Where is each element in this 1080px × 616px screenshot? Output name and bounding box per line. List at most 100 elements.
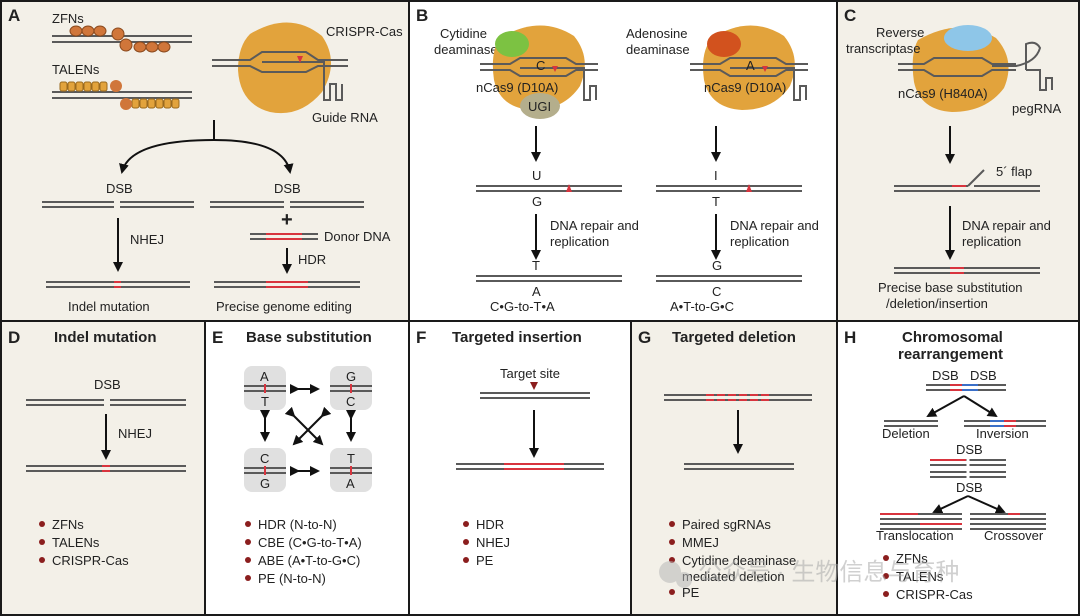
talen-dna (52, 91, 192, 99)
f-tool-3: PE (476, 553, 494, 568)
panel-b: B Cytidine deaminase UGI C nCas9 (D10A) … (416, 6, 819, 314)
nhej-label: NHEJ (130, 232, 164, 247)
h-bullet-2 (883, 573, 889, 579)
b-left-base: C (536, 58, 545, 73)
c-repair-2: replication (962, 234, 1021, 249)
b-right-conversion: A•T-to-G•C (670, 299, 734, 314)
b-left-mid-nick (566, 184, 572, 192)
c-flap-dna (894, 169, 1040, 192)
e-tool-1: HDR (N-to-N) (258, 517, 337, 532)
h-translocation-dna (880, 513, 962, 530)
pegrna-label: pegRNA (1012, 101, 1061, 116)
panel-f: F Targeted insertion Target site HDR NHE… (416, 328, 604, 568)
panel-b-letter: B (416, 6, 428, 25)
h-dsb-a: DSB (932, 368, 959, 383)
h-dsb-b: DSB (970, 368, 997, 383)
h-deletion-dna (884, 420, 938, 427)
g-tool-3b: mediated deletion (682, 569, 785, 584)
b-right-fin-bot: C (712, 284, 721, 299)
h-arrow-translocation (932, 495, 969, 514)
cytidine-label-1: Cytidine (440, 26, 487, 41)
c-out-2: /deletion/insertion (886, 296, 988, 311)
g-target-dna (664, 394, 812, 401)
b-right-fin-top: G (712, 258, 722, 273)
plus-sign: + (281, 209, 293, 231)
ugi-label: UGI (528, 99, 551, 114)
e-bullet-4 (245, 575, 251, 581)
bp-bot-a: A (346, 476, 355, 491)
d-nhej-label: NHEJ (118, 426, 152, 441)
g-result-dna (684, 463, 794, 470)
b-left-guide (566, 67, 597, 101)
d-dsb-dna (26, 399, 186, 406)
donor-dna-label: Donor DNA (324, 229, 391, 244)
g-tool-3: Cytidine deaminase (682, 553, 796, 568)
h-top-dna (926, 384, 1006, 391)
crispr-cas-protein (238, 22, 331, 114)
b-left-mid-top: U (532, 168, 541, 183)
bp-box-ta: T A (330, 448, 372, 492)
d-bullet-2 (39, 539, 45, 545)
d-result-dna (26, 465, 186, 472)
b-left-repair-1: DNA repair and (550, 218, 639, 233)
f-target-dna (480, 392, 590, 399)
d-bullet-3 (39, 557, 45, 563)
b-right-nick (762, 66, 768, 72)
bp-bot-c: C (346, 394, 355, 409)
panel-d-letter: D (8, 328, 20, 347)
panel-c: C Reverse transcriptase nCas9 (H840A) pe… (844, 6, 1061, 311)
adenosine-deaminase-shape (707, 31, 741, 57)
dsb-left-label: DSB (106, 181, 133, 196)
donor-dna (250, 233, 318, 240)
h-crossover-dna (970, 513, 1046, 530)
e-tool-2: CBE (C•G-to-T•A) (258, 535, 362, 550)
b-right-base: A (746, 58, 755, 73)
h-pair-dna (930, 458, 1006, 479)
d-dsb-label: DSB (94, 377, 121, 392)
d-tool-2: TALENs (52, 535, 100, 550)
panel-g-title: Targeted deletion (672, 329, 796, 346)
bp-bot-g: G (260, 476, 270, 491)
branch-right-arrow (213, 139, 294, 174)
b-right-dna (690, 57, 808, 77)
talens-label: TALENs (52, 62, 100, 77)
f-bullet-3 (463, 557, 469, 563)
ncas9-left-label: nCas9 (D10A) (476, 80, 558, 95)
b-right-mid-top: I (714, 168, 718, 183)
hdr-label: HDR (298, 252, 326, 267)
flap-label: 5´ flap (996, 164, 1032, 179)
panel-e-title: Base substitution (246, 329, 372, 346)
zfns-label: ZFNs (52, 11, 84, 26)
b-right-repair-2: replication (730, 234, 789, 249)
panel-h-bg (837, 321, 1079, 615)
panel-h-title-1: Chromosomal (902, 329, 1003, 346)
e-conversion-arrows (260, 384, 356, 476)
wechat-icon (659, 561, 681, 583)
ugi-shape (520, 93, 560, 119)
bp-top-g: G (346, 369, 356, 384)
f-result-dna (456, 463, 604, 470)
d-tool-3: CRISPR-Cas (52, 553, 129, 568)
b-left-fin-dna (476, 275, 622, 282)
h-tool-1: ZFNs (896, 551, 928, 566)
dsb-right-dna (210, 201, 364, 208)
crispr-cas-label: CRISPR-Cas (326, 24, 403, 39)
panel-e: E Base substitution A T G C C G (212, 328, 372, 586)
panel-h: H Chromosomal rearrangement DSB DSB Dele… (844, 328, 1046, 602)
g-bullet-2 (669, 539, 675, 545)
d-bullet-1 (39, 521, 45, 527)
adenosine-label-2: deaminase (626, 42, 690, 57)
h-deletion-label: Deletion (882, 426, 930, 441)
reverse-transcriptase-shape (944, 25, 992, 51)
h-arrow-crossover (967, 495, 1006, 514)
panel-h-title-2: rearrangement (898, 346, 1003, 363)
h-bullet-3 (883, 591, 889, 597)
guide-rna (306, 61, 343, 101)
guide-rna-label: Guide RNA (312, 110, 378, 125)
panel-a-letter: A (8, 6, 20, 25)
e-tool-4: PE (N-to-N) (258, 571, 326, 586)
g-tool-4: PE (682, 585, 700, 600)
watermark-text: 公众号 · 生物信息与育种 (698, 559, 959, 586)
panel-g-letter: G (638, 328, 651, 347)
